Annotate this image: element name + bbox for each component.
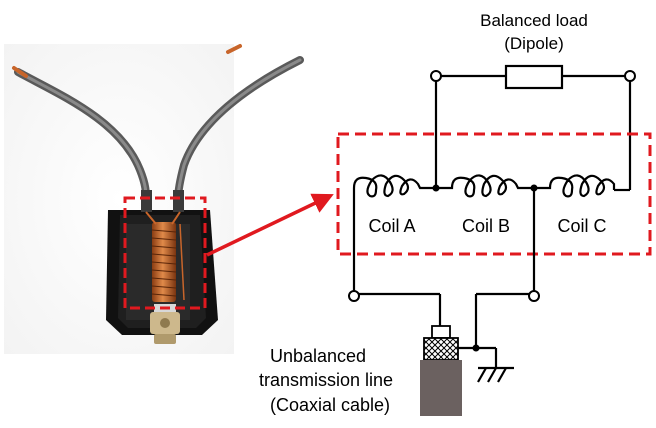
load-terminal-right xyxy=(624,70,636,82)
right-lead-wire xyxy=(174,56,304,204)
coil-a-label: Coil A xyxy=(368,216,415,236)
load-title: Balanced load xyxy=(480,11,588,30)
photo-highlight-box xyxy=(123,196,207,310)
line-title-1: Unbalanced xyxy=(270,346,366,366)
coax-jacket xyxy=(420,360,462,416)
lead-sleeve-left xyxy=(141,190,152,212)
schematic: Balanced load (Dipole) Coil xyxy=(259,11,652,416)
line-terminal-right xyxy=(528,290,540,302)
coil-b-label: Coil B xyxy=(462,216,510,236)
load-terminal-left xyxy=(430,70,442,82)
balun-photo xyxy=(4,44,304,354)
lead-sleeve-right xyxy=(173,190,184,212)
line-subtitle: (Coaxial cable) xyxy=(270,395,390,415)
node-ab xyxy=(432,184,440,192)
line-terminal-left xyxy=(348,290,360,302)
coax-connector xyxy=(150,304,180,344)
lead-tip xyxy=(226,44,242,54)
coax-cable xyxy=(420,325,462,416)
resistor-icon xyxy=(504,64,564,90)
copper-coil xyxy=(145,211,185,302)
line-title-2: transmission line xyxy=(259,370,393,390)
load-subtitle: (Dipole) xyxy=(504,34,564,53)
coil-c-label: Coil C xyxy=(557,216,606,236)
ground-symbol-icon xyxy=(477,366,514,383)
coils-highlight-box xyxy=(336,132,652,256)
inductor-icon xyxy=(352,174,616,250)
highlight-arrow xyxy=(206,193,334,257)
node-shield xyxy=(472,344,480,352)
